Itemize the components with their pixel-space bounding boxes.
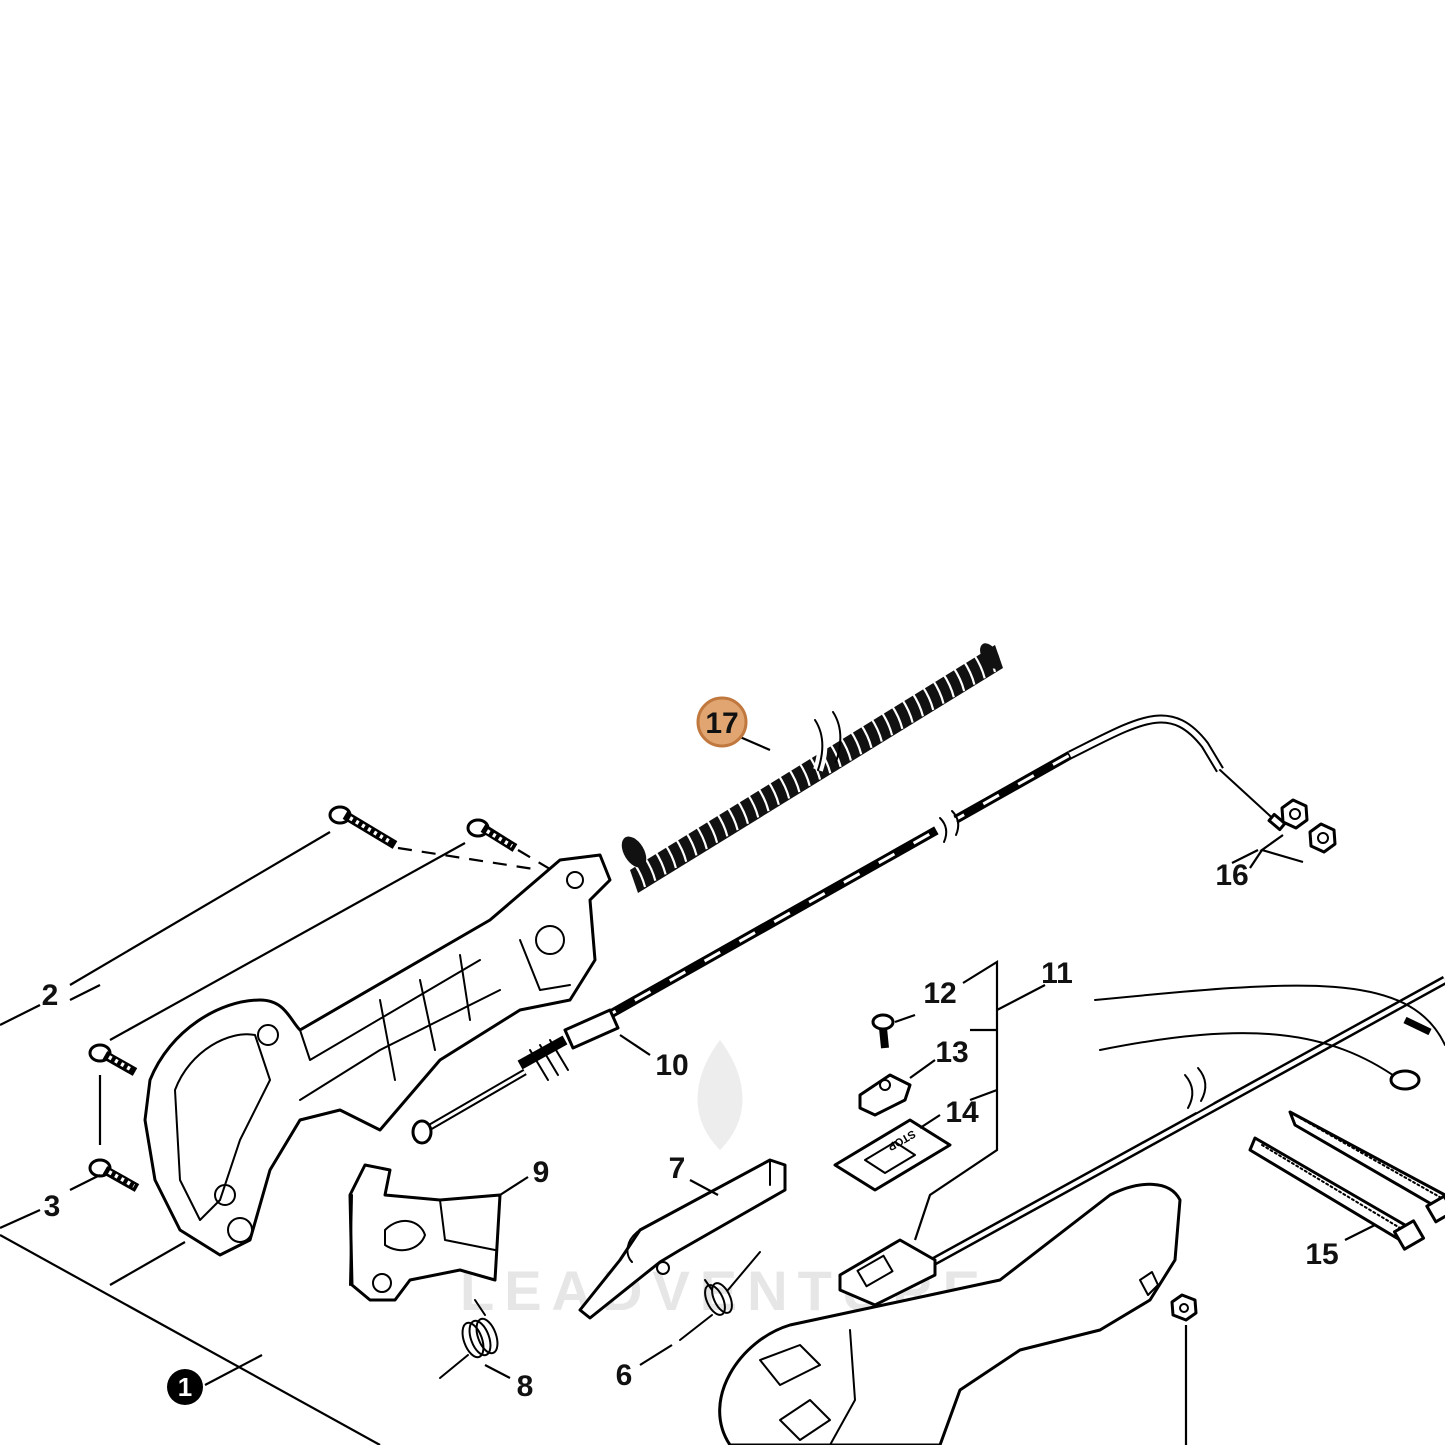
sleeve-rib <box>684 830 698 856</box>
sleeve-rib <box>694 824 708 850</box>
sleeve-rib <box>725 805 739 831</box>
part-1-handle-housing <box>143 853 612 1257</box>
callout-14-label[interactable]: 14 <box>945 1096 979 1129</box>
part-7-lockout-lever <box>578 1158 787 1320</box>
part-12-screw <box>871 1013 895 1049</box>
part-8-spring <box>439 1299 499 1379</box>
part-10-throttle-cable <box>411 714 1287 1145</box>
callout-10-label[interactable]: 10 <box>655 1049 688 1082</box>
callout-1-label: 1 <box>178 1372 192 1402</box>
bracket-11 <box>913 960 999 1241</box>
sleeve-rib <box>766 780 780 806</box>
sleeve-rib <box>674 837 688 862</box>
sleeve-rib <box>746 792 760 818</box>
sleeve-rib <box>828 742 842 768</box>
leader-lines <box>0 735 1376 1445</box>
sleeve-rib <box>972 653 986 679</box>
part-13-switch-slider <box>858 1073 912 1117</box>
callout-15-label[interactable]: 15 <box>1305 1238 1338 1271</box>
sleeve-rib <box>797 761 811 787</box>
callout-7-label[interactable]: 7 <box>669 1152 686 1185</box>
sleeve-rib <box>787 767 801 793</box>
part-9-throttle-trigger <box>348 1163 502 1302</box>
callout-1[interactable]: 1 <box>167 1369 203 1405</box>
sleeve-rib <box>756 786 770 812</box>
sleeve-rib <box>952 666 966 692</box>
sleeve-rib <box>911 691 925 717</box>
callout-8-label[interactable]: 8 <box>517 1370 534 1403</box>
sleeve-rib <box>663 843 677 869</box>
callout-3-label[interactable]: 3 <box>44 1190 61 1223</box>
sleeve-rib <box>777 773 791 799</box>
callout-12-label[interactable]: 12 <box>923 977 956 1010</box>
sleeve-rib <box>849 729 863 755</box>
callout-11-label[interactable]: 11 <box>1041 957 1073 990</box>
callout-2-label[interactable]: 2 <box>42 979 59 1012</box>
sleeve-rib <box>900 697 914 723</box>
part-6-torsion-spring <box>679 1251 761 1341</box>
sleeve-rib <box>715 811 729 837</box>
sleeve-rib <box>931 679 945 704</box>
callout-13-label[interactable]: 13 <box>935 1036 968 1069</box>
sleeve-rib <box>921 685 935 711</box>
part-17-corrugated-sleeve <box>621 643 1003 893</box>
callout-17-highlight <box>696 696 748 748</box>
nut-bottom <box>1170 1293 1198 1445</box>
part-15-cable-ties <box>1248 1110 1445 1251</box>
part-2-screws <box>328 805 561 876</box>
callout-17[interactable]: 17 <box>696 696 748 748</box>
callout-16-label[interactable]: 16 <box>1215 859 1248 892</box>
callout-17-label: 17 <box>705 707 738 740</box>
sleeve-rib <box>880 710 894 736</box>
sleeve-rib <box>653 849 667 875</box>
callout-1-badge <box>167 1369 203 1405</box>
part-11-control-handle <box>718 976 1445 1445</box>
sleeve-rib <box>962 660 976 685</box>
callout-6-label[interactable]: 6 <box>616 1359 633 1392</box>
sleeve-rib <box>736 799 750 825</box>
part-16-nuts <box>1249 798 1337 869</box>
flame-logo-icon <box>697 1040 743 1150</box>
sleeve-rib <box>869 716 883 742</box>
sleeve-rib <box>890 704 904 730</box>
callout-9-label[interactable]: 9 <box>533 1156 550 1189</box>
sleeve-rib <box>705 818 719 844</box>
sleeve-rib <box>941 672 955 698</box>
part-3-screws <box>88 1043 140 1192</box>
sleeve-rib <box>859 723 873 749</box>
part-14-stop-label: STOP <box>833 1118 952 1192</box>
